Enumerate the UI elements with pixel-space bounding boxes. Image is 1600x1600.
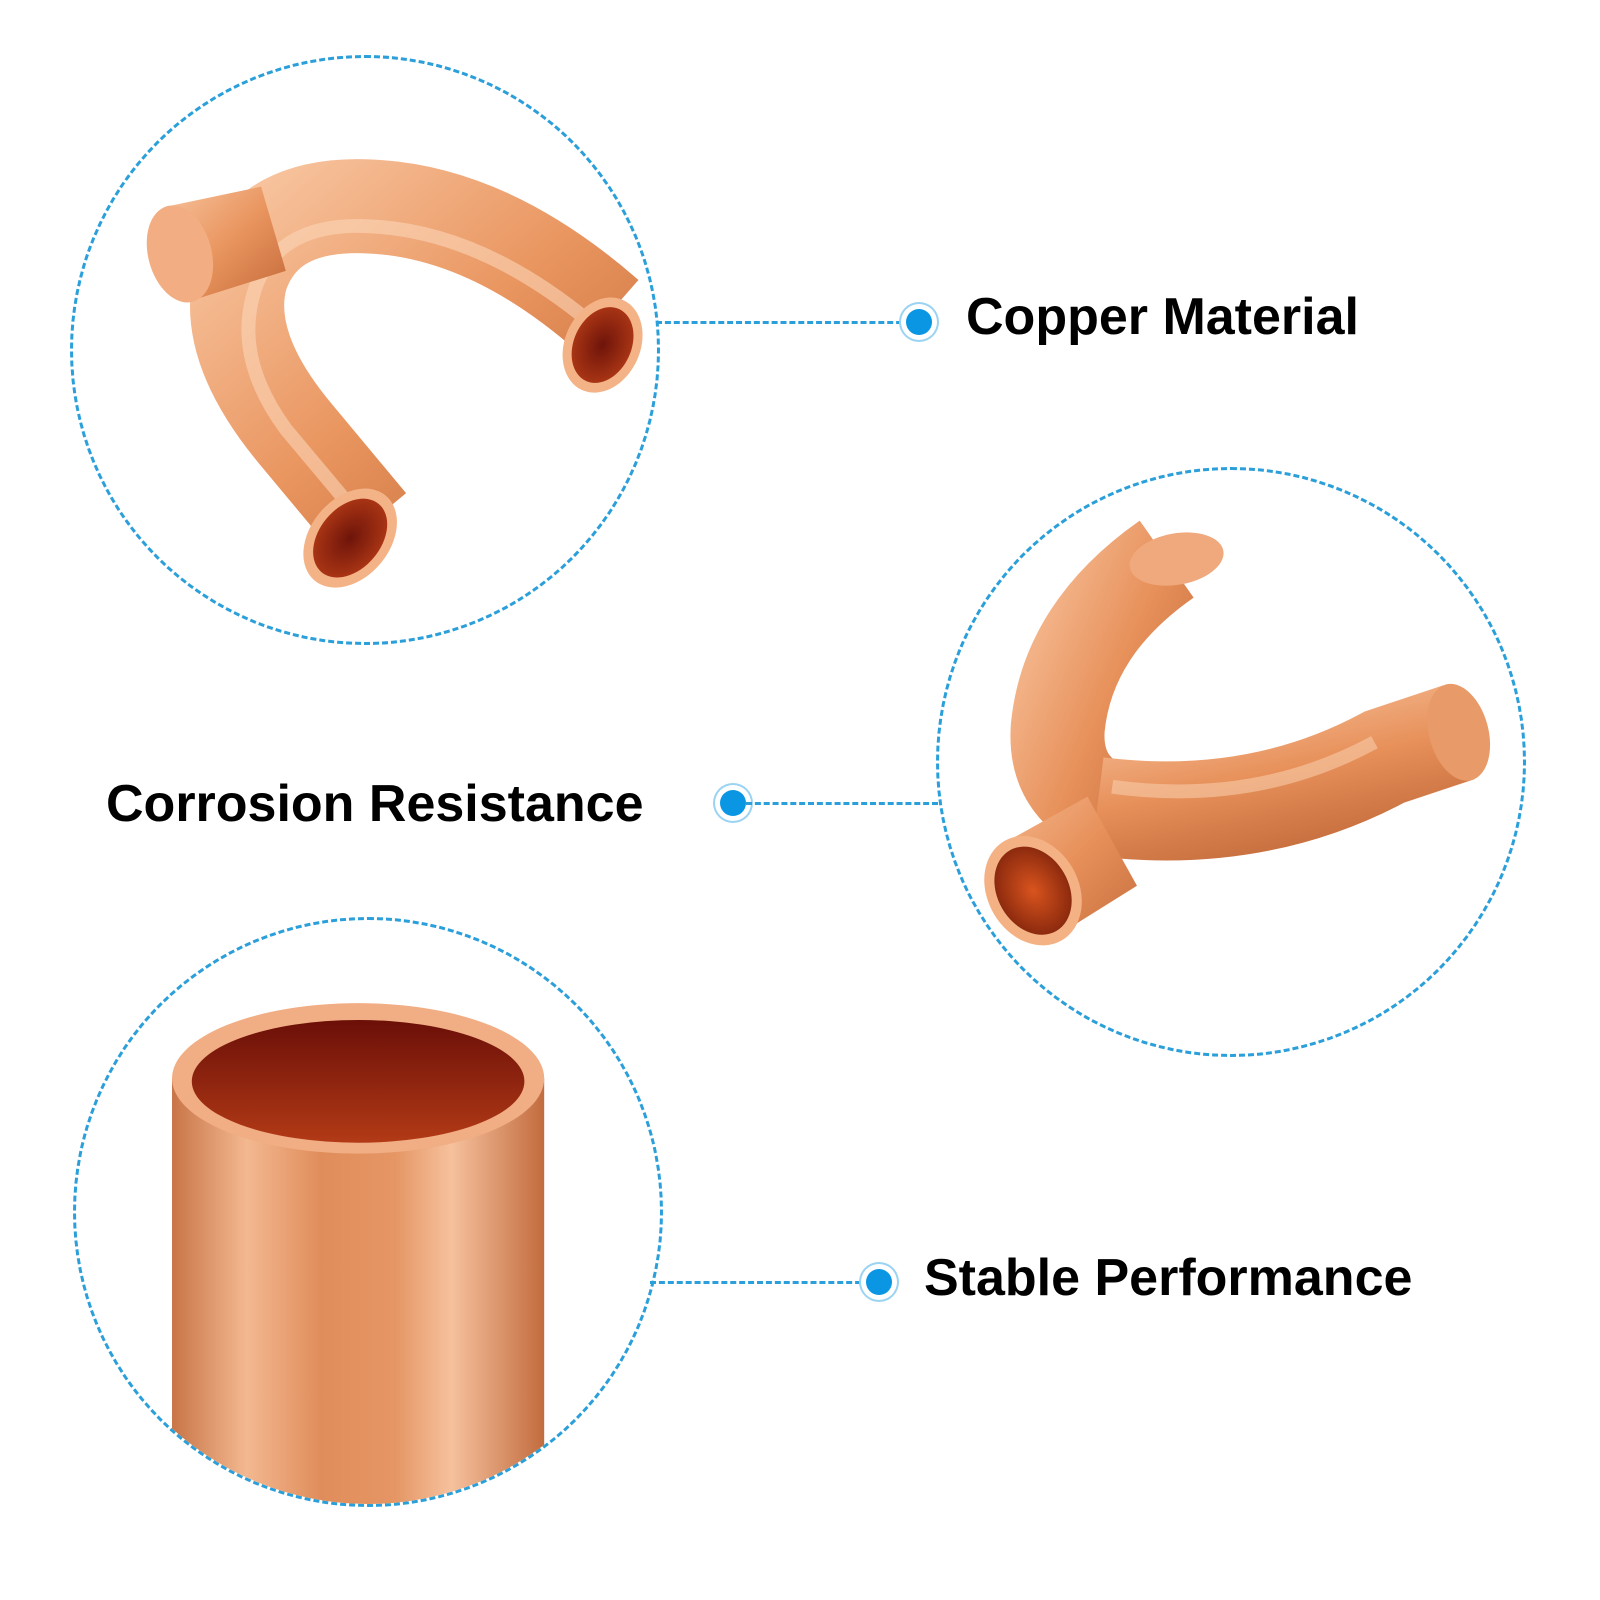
y-fitting-angled-image [984,520,1491,946]
feature-connector-corrosion-resistance [746,802,938,805]
y-fitting-image [146,159,643,588]
feature-connector-stable-performance [650,1281,870,1284]
feature-label-corrosion-resistance: Corrosion Resistance [106,775,644,833]
feature-label-copper-material: Copper Material [966,288,1359,346]
feature-bullet-icon [906,309,932,335]
feature-bullet-icon [866,1269,892,1295]
product-closeup-tube [73,917,663,1507]
product-closeup-y-fitting-top [70,55,660,645]
feature-bullet-icon [720,790,746,816]
feature-label-stable-performance: Stable Performance [924,1249,1413,1307]
product-closeup-y-fitting-right [936,467,1526,1057]
feature-connector-copper-material [656,321,911,324]
copper-tube-image [172,1003,545,1504]
